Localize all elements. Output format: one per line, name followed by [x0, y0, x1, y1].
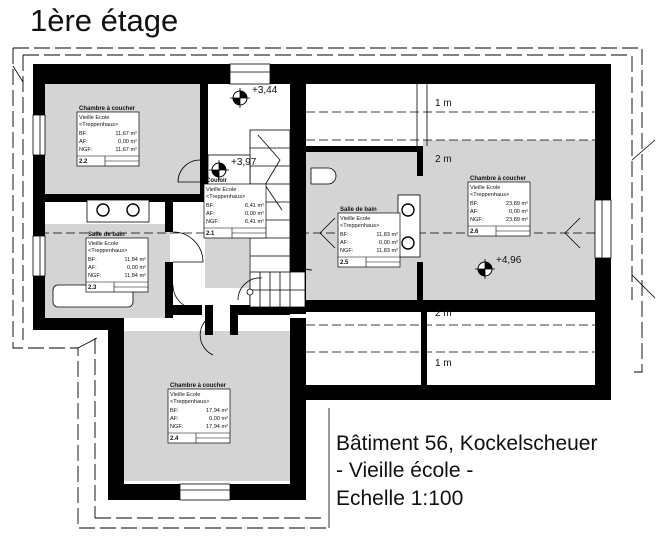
roof-height-label: 2 m: [435, 154, 452, 165]
area-label: NGF:: [340, 248, 354, 254]
area-value: 6,41 m²: [245, 219, 264, 225]
elevation-label: +4,96: [496, 255, 522, 266]
caption-scale: Echelle 1:100: [336, 487, 463, 510]
area-label: NGF:: [88, 273, 102, 279]
area-label: BF:: [470, 201, 479, 207]
area-value: 11,84 m²: [124, 257, 146, 263]
area-label: BF:: [340, 232, 349, 238]
area-label: AF:: [170, 416, 179, 422]
area-value: 6,41 m²: [245, 203, 264, 209]
area-value: 0,00 m²: [379, 240, 398, 246]
sanitary-fixtures: [52, 167, 421, 308]
room-name: Couloir: [206, 178, 228, 184]
room-id: 2.6: [470, 229, 479, 235]
area-label: AF:: [88, 265, 97, 271]
area-label: BF:: [88, 257, 97, 263]
room-tag: <Treppenhaus>: [470, 192, 509, 198]
elevation-marker: +3,97: [209, 157, 257, 180]
room-name: Salle de bain: [340, 207, 377, 213]
roof-height-label: 1 m: [435, 98, 452, 109]
elevation-marker: +3,44: [230, 85, 278, 108]
area-value: 0,00 m²: [509, 209, 528, 215]
room-tag: <Treppenhaus>: [170, 399, 209, 405]
area-value: 0,00 m²: [118, 139, 137, 145]
room-name: Chambre à coucher: [470, 176, 527, 182]
caption-subtitle: - Vieille école -: [336, 459, 473, 482]
room-id: 2.4: [170, 436, 179, 442]
area-label: AF:: [79, 139, 88, 145]
area-label: NGF:: [170, 424, 184, 430]
room-name: Chambre à coucher: [79, 106, 136, 112]
area-value: 0,00 m²: [245, 211, 264, 217]
area-label: BF:: [170, 408, 179, 414]
roof-height-label: 1 m: [435, 358, 452, 369]
elevation-label: +3,44: [252, 85, 278, 96]
area-label: BF:: [79, 131, 88, 137]
roof-height-label: 2 m: [435, 308, 452, 319]
doors: [172, 159, 313, 356]
area-value: 17,94 m²: [206, 408, 228, 414]
elevation-markers: +3,44 +3,97 +4,96: [209, 85, 522, 279]
area-value: 23,89 m²: [506, 217, 528, 223]
room-id: 2.2: [79, 159, 88, 165]
area-label: AF:: [206, 211, 215, 217]
windows: [32, 63, 612, 501]
room-name: Chambre à coucher: [170, 383, 227, 389]
room-building: Vieille Ecole: [470, 185, 500, 191]
caption-building: Bâtiment 56, Kockelscheuer: [336, 432, 597, 455]
area-label: NGF:: [206, 219, 220, 225]
room-building: Vieille Ecole: [88, 241, 118, 247]
room-building: Vieille Ecole: [206, 187, 236, 193]
area-value: 17,94 m²: [206, 424, 228, 430]
area-label: BF:: [206, 203, 215, 209]
area-value: 11,67 m²: [115, 131, 137, 137]
room-building: Vieille Ecole: [340, 216, 370, 222]
area-label: AF:: [340, 240, 349, 246]
room-building: Vieille Ecole: [170, 392, 200, 398]
area-value: 0,00 m²: [209, 416, 228, 422]
room-tag: <Treppenhaus>: [340, 223, 379, 229]
room-id: 2.1: [206, 231, 215, 237]
plan-title: 1ère étage: [30, 3, 178, 38]
area-label: NGF:: [470, 217, 484, 223]
area-value: 0,00 m²: [127, 265, 146, 271]
area-value: 11,84 m²: [124, 273, 146, 279]
area-label: NGF:: [79, 147, 93, 153]
room-tag: <Treppenhaus>: [206, 194, 245, 200]
room-tag: <Treppenhaus>: [79, 122, 118, 128]
area-value: 11,67 m²: [115, 147, 137, 153]
area-value: 11,83 m²: [376, 248, 398, 254]
room-id: 2.3: [88, 285, 97, 291]
area-label: AF:: [470, 209, 479, 215]
area-value: 11,83 m²: [376, 232, 398, 238]
room-building: Vieille Ecole: [79, 115, 109, 121]
elevation-marker: +4,96: [475, 255, 522, 279]
room-id: 2.5: [340, 260, 349, 266]
elevation-label: +3,97: [231, 157, 257, 168]
room-name: Salle de bain: [88, 232, 125, 238]
roof-height-labels: 1 m 2 m 2 m 1 m: [435, 98, 452, 369]
room-tag: <Treppenhaus>: [88, 248, 127, 254]
roof-outline: [12, 47, 656, 529]
area-value: 23,89 m²: [506, 201, 528, 207]
caption-block: Bâtiment 56, Kockelscheuer - Vieille éco…: [328, 408, 597, 528]
